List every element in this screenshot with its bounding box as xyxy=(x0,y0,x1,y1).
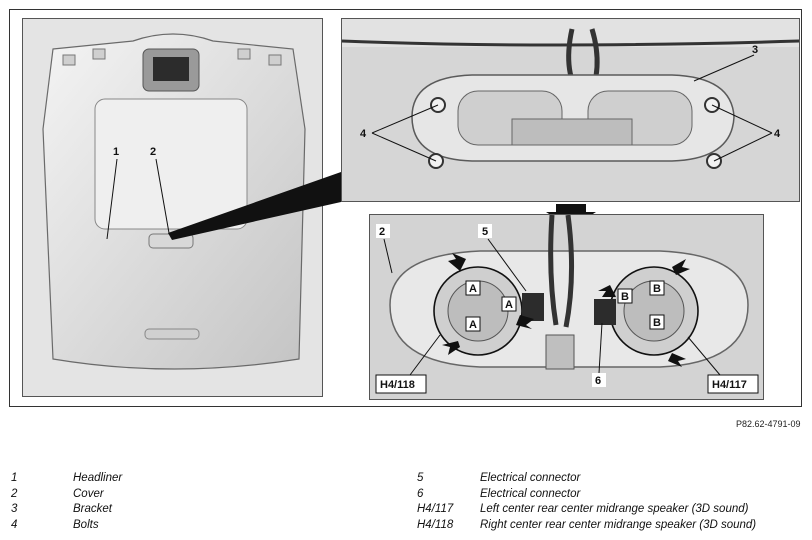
label-b: B xyxy=(653,317,661,329)
callout-3: 3 xyxy=(752,44,758,56)
sunroof-opening xyxy=(94,98,248,230)
callout-2: 2 xyxy=(150,146,156,158)
label-b: B xyxy=(653,283,661,295)
callout-1-leader xyxy=(106,158,118,240)
label-b-box xyxy=(649,280,665,296)
figure-reference: P82.62-4791-09 xyxy=(736,419,801,429)
arrow-icon xyxy=(516,315,534,329)
label-a: A xyxy=(469,319,477,331)
bracket-detail-panel: 3 4 4 xyxy=(341,18,800,202)
callout-2-bottom: 2 xyxy=(379,226,385,238)
callout-4-left: 4 xyxy=(360,128,367,140)
label-a: A xyxy=(469,283,477,295)
connector-6 xyxy=(545,334,575,370)
speaker-illustration: A A A B B B 2 5 6 H4/118 H4/117 xyxy=(375,215,759,394)
arrow-icon xyxy=(598,285,616,297)
h4-117-label: H4/117 xyxy=(712,379,747,391)
callout-6: 6 xyxy=(595,375,601,387)
label-a-box xyxy=(465,280,481,296)
label-b: B xyxy=(621,291,629,303)
label-b-box xyxy=(649,314,665,330)
callout-4-right: 4 xyxy=(774,128,781,140)
zoom-wedge xyxy=(168,172,341,240)
h4-118-label-box xyxy=(375,374,427,394)
headliner-overview-panel: 1 2 xyxy=(22,18,323,397)
speaker-cable xyxy=(548,215,575,328)
arrow-icon xyxy=(442,341,460,355)
headliner-illustration: 1 2 xyxy=(42,33,306,370)
callout-5: 5 xyxy=(482,226,488,238)
label-a-box xyxy=(501,296,517,312)
handle-recess xyxy=(144,328,200,340)
h4-118-label: H4/118 xyxy=(380,379,415,391)
callout-2-leader xyxy=(155,158,170,234)
mirror-mount-recess xyxy=(153,57,189,81)
speaker-detail-panel: A A A B B B 2 5 6 H4/118 H4/117 xyxy=(369,214,764,400)
h4-117-label-box xyxy=(707,374,759,394)
bracket-illustration: 3 4 4 xyxy=(342,19,799,169)
arrow-icon xyxy=(672,259,690,275)
label-a: A xyxy=(505,299,513,311)
connector-b xyxy=(594,299,616,325)
connector-5 xyxy=(522,293,544,321)
label-b-box xyxy=(617,288,633,304)
arrow-icon xyxy=(668,353,686,367)
label-a-box xyxy=(465,316,481,332)
callout-1: 1 xyxy=(113,146,119,158)
arrow-icon xyxy=(448,253,466,271)
